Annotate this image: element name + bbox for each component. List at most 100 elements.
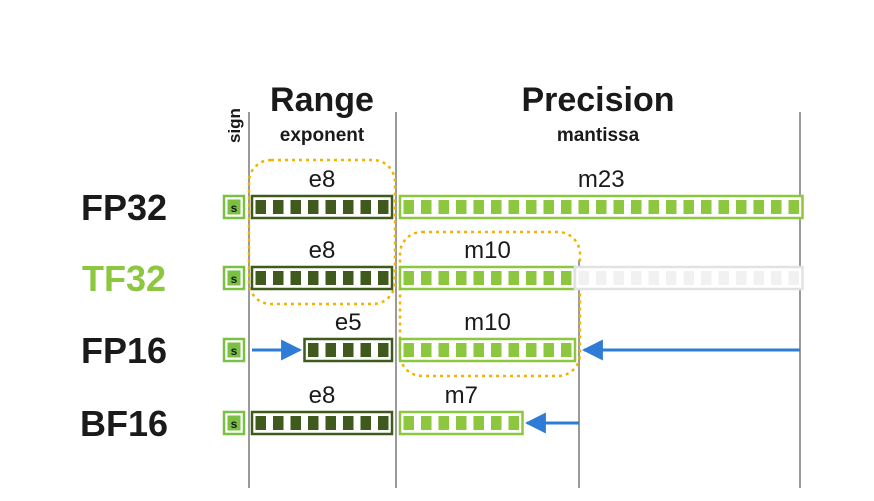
mantissa-bits-fp32-bit bbox=[561, 200, 572, 214]
mantissa-bits-fp32-bit bbox=[788, 200, 799, 214]
mantissa-bits-tf32-bit bbox=[561, 271, 572, 285]
mantissa-bits-fp32-bit bbox=[403, 200, 414, 214]
unused-bits-tf32-bit bbox=[718, 271, 729, 285]
mantissa-bits-bf16-bit bbox=[421, 416, 432, 430]
exponent-bits-tf32-bit bbox=[325, 271, 336, 285]
sign-bit-fill-fp16 bbox=[227, 342, 241, 358]
mantissa-bits-fp32-bit bbox=[736, 200, 747, 214]
mantissa-bits-fp16-bit bbox=[421, 343, 432, 357]
column-headers: sign Range exponent Precision mantissa bbox=[225, 81, 675, 146]
mantissa-bits-fp32-bit bbox=[683, 200, 694, 214]
header-mantissa: mantissa bbox=[557, 125, 640, 146]
highlight-boxes bbox=[247, 158, 582, 378]
unused-bits-tf32-bit bbox=[736, 271, 747, 285]
exponent-label-tf32: e8 bbox=[309, 237, 336, 264]
mantissa-bits-fp32-bit bbox=[596, 200, 607, 214]
mantissa-bits-fp32-bit bbox=[578, 200, 589, 214]
exponent-bits-fp16-bit bbox=[360, 343, 371, 357]
precision-highlight-box bbox=[398, 230, 582, 378]
arrows bbox=[252, 339, 800, 434]
sign-bit-label-fp16: s bbox=[231, 344, 238, 358]
mantissa-bits-tf32-bit bbox=[543, 271, 554, 285]
mantissa-bits-bf16-bit bbox=[403, 416, 414, 430]
mantissa-bits-fp32-bit bbox=[438, 200, 449, 214]
exponent-bits-tf32-bit bbox=[273, 271, 284, 285]
mantissa-bits-tf32-bit bbox=[438, 271, 449, 285]
exponent-bits-tf32-bit bbox=[255, 271, 266, 285]
mantissa-bits-fp32-bit bbox=[543, 200, 554, 214]
unused-bits-tf32-bit bbox=[613, 271, 624, 285]
exponent-bits-fp32 bbox=[250, 194, 394, 220]
exponent-label-fp32: e8 bbox=[309, 166, 336, 193]
exponent-label-fp16: e5 bbox=[335, 309, 362, 336]
exponent-bits-tf32-bit bbox=[343, 271, 354, 285]
mantissa-bits-fp32-bit bbox=[701, 200, 712, 214]
mantissa-bits-fp16-bit bbox=[403, 343, 414, 357]
sign-bit-fill-fp32 bbox=[227, 199, 241, 215]
mantissa-bits-bf16-bit bbox=[456, 416, 467, 430]
mantissa-bits-fp32-bit bbox=[718, 200, 729, 214]
sign-bit-fill-tf32 bbox=[227, 270, 241, 286]
unused-bits-tf32-bit bbox=[578, 271, 589, 285]
unused-bits-tf32-bit bbox=[666, 271, 677, 285]
mantissa-bits-fp16-bit bbox=[526, 343, 537, 357]
mantissa-bits-tf32-bit bbox=[491, 271, 502, 285]
mantissa-bits-fp32-bit bbox=[753, 200, 764, 214]
mantissa-bits-fp16-bit bbox=[543, 343, 554, 357]
format-name-fp16: FP16 bbox=[81, 330, 167, 371]
unused-bits-tf32-bit bbox=[753, 271, 764, 285]
exponent-bits-fp16-bit bbox=[325, 343, 336, 357]
sign-bit-label-tf32: s bbox=[231, 272, 238, 286]
exponent-bits-fp16-bit bbox=[308, 343, 319, 357]
mantissa-bits-fp32-bit bbox=[473, 200, 484, 214]
exponent-bits-fp32-bit bbox=[308, 200, 319, 214]
exponent-bits-bf16-bit bbox=[378, 416, 389, 430]
mantissa-bits-bf16-bit bbox=[508, 416, 519, 430]
sign-bit-label-fp32: s bbox=[231, 201, 238, 215]
mantissa-bits-fp16-bit bbox=[473, 343, 484, 357]
exponent-bits-tf32-frame bbox=[250, 265, 394, 291]
mantissa-label-fp32: m23 bbox=[578, 166, 625, 193]
header-exponent: exponent bbox=[280, 125, 365, 146]
mantissa-bits-fp32-bit bbox=[526, 200, 537, 214]
mantissa-bits-fp16-bit bbox=[508, 343, 519, 357]
exponent-label-bf16: e8 bbox=[309, 382, 336, 409]
mantissa-bits-tf32-bit bbox=[473, 271, 484, 285]
mantissa-bits-tf32-bit bbox=[403, 271, 414, 285]
unused-bits-tf32-bit bbox=[701, 271, 712, 285]
mantissa-label-tf32: m10 bbox=[464, 237, 511, 264]
exponent-bits-fp16-bit bbox=[378, 343, 389, 357]
unused-bits-tf32-bit bbox=[771, 271, 782, 285]
mantissa-bits-bf16 bbox=[398, 410, 524, 436]
mantissa-bits-fp32-bit bbox=[648, 200, 659, 214]
mantissa-label-bf16: m7 bbox=[445, 382, 478, 409]
mantissa-bits-fp16-bit bbox=[438, 343, 449, 357]
mantissa-bits-tf32-bit bbox=[456, 271, 467, 285]
exponent-bits-fp32-bit bbox=[360, 200, 371, 214]
header-sign: sign bbox=[225, 108, 244, 143]
mantissa-bits-fp16-bit bbox=[456, 343, 467, 357]
mantissa-bits-fp32-bit bbox=[491, 200, 502, 214]
exponent-bits-fp32-bit bbox=[325, 200, 336, 214]
sign-bit-label-bf16: s bbox=[231, 417, 238, 431]
mantissa-bits-bf16-bit bbox=[438, 416, 449, 430]
mantissa-bits-fp16 bbox=[398, 337, 577, 363]
mantissa-bits-fp16-bit bbox=[561, 343, 572, 357]
mantissa-bits-tf32 bbox=[398, 265, 577, 291]
exponent-bits-tf32-bit bbox=[308, 271, 319, 285]
unused-bits-tf32-bit bbox=[648, 271, 659, 285]
mantissa-bits-fp32-bit bbox=[508, 200, 519, 214]
exponent-bits-tf32-bit bbox=[378, 271, 389, 285]
range-highlight-box bbox=[247, 158, 397, 306]
unused-bits-tf32-bit bbox=[683, 271, 694, 285]
exponent-bits-fp32-frame bbox=[250, 194, 394, 220]
exponent-bits-fp32-bit bbox=[273, 200, 284, 214]
mantissa-bits-fp32-bit bbox=[631, 200, 642, 214]
